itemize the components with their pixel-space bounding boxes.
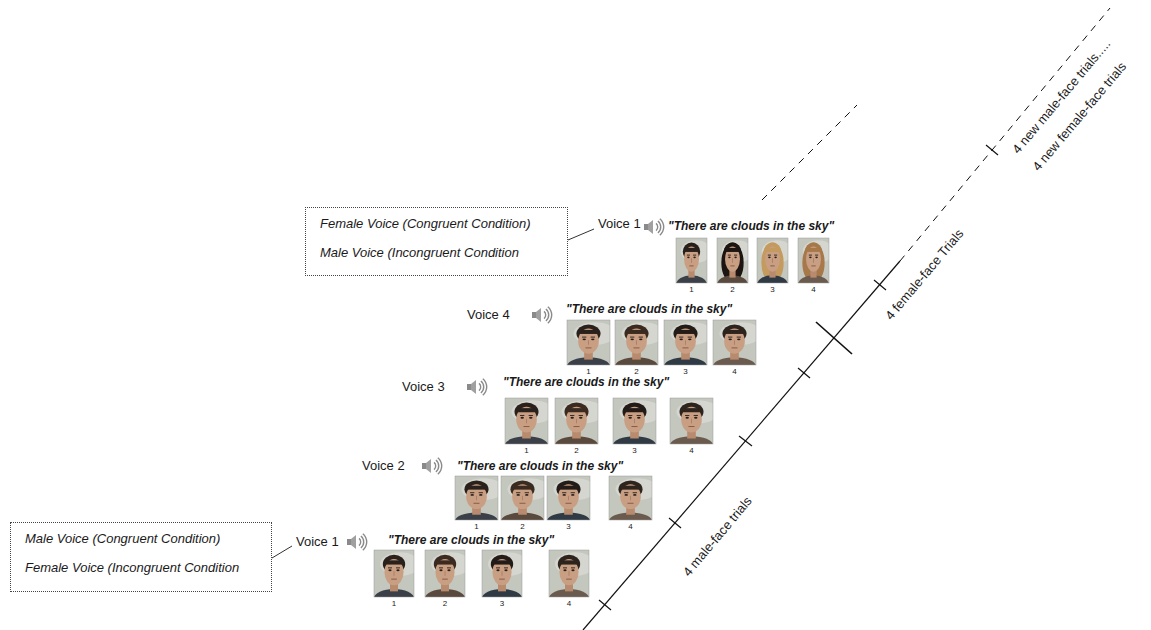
tick — [986, 145, 998, 155]
face-number: 1 — [586, 367, 590, 376]
sentence-text: "There are clouds in the sky" — [457, 460, 623, 474]
tick — [599, 600, 611, 610]
speaker-icon — [532, 306, 552, 324]
condition-text: Female Voice (Incongruent Condition — [25, 560, 239, 575]
face-photo — [555, 398, 604, 455]
face-photo — [664, 320, 713, 375]
face-number: 3 — [683, 367, 687, 376]
timeline-dashed — [900, 8, 1110, 261]
face-number: 1 — [392, 599, 396, 608]
voice-label: Voice 3 — [402, 380, 445, 395]
face-number: 3 — [566, 522, 570, 531]
face-number: 4 — [689, 446, 693, 455]
face-number: 1 — [689, 285, 693, 294]
face-number: 1 — [524, 446, 528, 455]
voice-label: Voice 1 — [598, 217, 641, 232]
sentence-text: "There are clouds in the sky" — [668, 220, 834, 234]
condition-text: Male Voice (Congruent Condition) — [25, 531, 220, 546]
face-number: 4 — [811, 285, 815, 294]
face-photo — [757, 238, 793, 293]
face-photos — [374, 238, 834, 608]
speaker-icon — [422, 457, 442, 475]
face-photo — [798, 238, 834, 293]
face-photo — [567, 320, 616, 375]
tick — [798, 368, 810, 378]
face-number: 2 — [443, 599, 447, 608]
face-number: 3 — [500, 599, 504, 608]
condition-box: Male Voice (Congruent Condition) Female V… — [10, 522, 272, 592]
face-number: 4 — [567, 599, 571, 608]
condition-box: Female Voice (Congruent Condition) Male V… — [305, 207, 568, 276]
face-number: 1 — [474, 522, 478, 531]
face-number: 2 — [730, 285, 734, 294]
condition-text: Female Voice (Congruent Condition) — [320, 216, 531, 231]
speaker-icon — [467, 378, 487, 396]
face-number: 2 — [574, 446, 578, 455]
axis-label: 4 female-face Trials — [883, 227, 967, 323]
tick — [739, 436, 752, 446]
block-tick — [816, 322, 852, 354]
face-photo — [713, 320, 762, 375]
speaker-icon — [347, 533, 367, 551]
face-photo — [455, 476, 504, 530]
face-photo — [613, 398, 662, 455]
sentence-text: "There are clouds in the sky" — [503, 376, 669, 390]
condition-text: Male Voice (Incongruent Condition — [320, 245, 519, 260]
face-number: 3 — [632, 446, 636, 455]
face-photo — [425, 550, 471, 608]
face-photo — [670, 398, 719, 455]
axis-label: 4 male-face trials — [680, 494, 755, 579]
sentence-text: "There are clouds in the sky" — [388, 534, 554, 548]
face-photo — [501, 476, 550, 530]
tick — [669, 518, 681, 528]
face-number: 2 — [520, 522, 524, 531]
face-number: 3 — [770, 285, 774, 294]
leader-lines — [272, 229, 594, 558]
sentence-text: "There are clouds in the sky" — [566, 303, 732, 317]
face-photo — [374, 550, 420, 608]
timeline — [583, 8, 1110, 630]
voice-label: Voice 4 — [467, 308, 510, 323]
speaker-icon — [644, 218, 664, 236]
face-photo — [549, 550, 595, 608]
face-photo — [676, 238, 712, 293]
face-photo — [547, 476, 596, 530]
timeline-axis — [583, 261, 900, 630]
face-photo — [717, 238, 753, 293]
face-number: 4 — [732, 367, 736, 376]
face-photo — [615, 320, 664, 375]
continuation-dashed — [762, 105, 857, 200]
voice-label: Voice 1 — [296, 535, 339, 550]
face-number: 2 — [634, 367, 638, 376]
voice-label: Voice 2 — [362, 459, 405, 474]
face-photo — [482, 550, 528, 608]
leader-line — [272, 546, 292, 558]
face-photo — [609, 476, 658, 530]
leader-line — [568, 229, 594, 240]
tick — [874, 280, 886, 290]
face-number: 4 — [628, 522, 632, 531]
face-photo — [505, 398, 554, 455]
